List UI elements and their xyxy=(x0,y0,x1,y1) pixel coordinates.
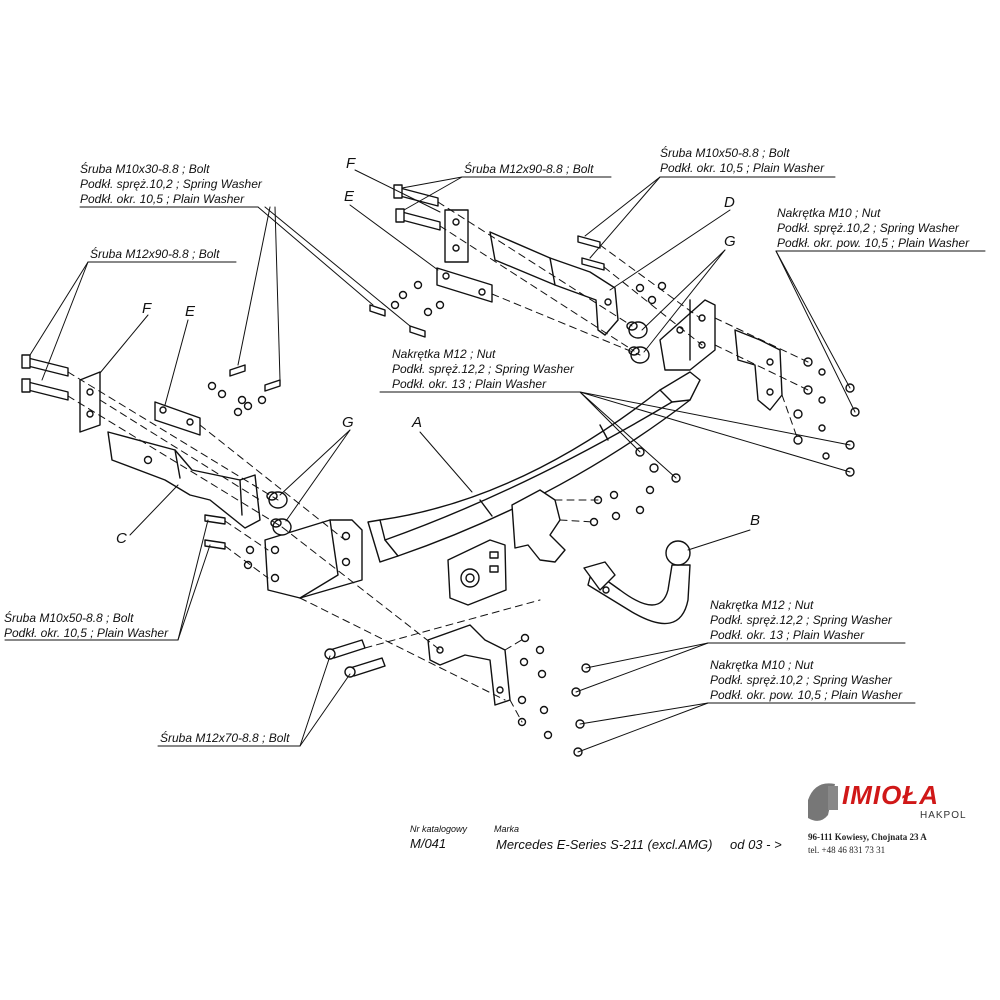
model-years: od 03 - > xyxy=(730,837,782,852)
label-bottom-left-1: Śruba M10x50-8.8 ; Bolt xyxy=(4,611,134,625)
brand-phone: tel. +48 46 831 73 31 xyxy=(808,845,886,855)
right-crossbar-plate xyxy=(659,299,716,371)
label-bottom-right-m10-3: Podkł. okr. pow. 10,5 ; Plain Washer xyxy=(710,688,903,702)
assembly-lines xyxy=(67,201,809,723)
part-letter-c: C xyxy=(116,530,127,547)
part-letter-b: B xyxy=(750,512,761,529)
upper-right-bracket xyxy=(734,329,783,411)
label-bottom-left-2: Podkł. okr. 10,5 ; Plain Washer xyxy=(4,626,169,640)
leader-lines xyxy=(4,169,986,753)
label-top-left-3: Podkł. okr. 10,5 ; Plain Washer xyxy=(80,192,245,206)
left-crossbar-plate xyxy=(264,519,363,599)
label-top-right-2: Podkł. okr. 10,5 ; Plain Washer xyxy=(660,161,825,175)
part-letter-e-top: E xyxy=(344,188,355,205)
label-top-right-1: Śruba M10x50-8.8 ; Bolt xyxy=(660,146,790,160)
plate-e-top xyxy=(436,267,493,303)
label-top-left-2: Podkł. spręż.10,2 ; Spring Washer xyxy=(80,177,262,191)
plate-e-left xyxy=(154,401,201,436)
plate-f-top xyxy=(444,209,469,263)
bolts-bottom-m12x70 xyxy=(324,639,386,678)
make-value: Mercedes E-Series S-211 (excl.AMG) xyxy=(496,837,713,852)
label-bottom-right-m10-1: Nakrętka M10 ; Nut xyxy=(710,658,814,672)
brand-name: IMIOŁA xyxy=(842,780,939,810)
washers-and-nuts xyxy=(207,280,860,757)
label-left-bolt: Śruba M12x90-8.8 ; Bolt xyxy=(90,247,220,261)
part-letter-f-left: F xyxy=(142,300,152,317)
part-letter-e-left: E xyxy=(185,303,196,320)
part-letter-g-left: G xyxy=(342,414,354,431)
lower-left-bracket xyxy=(427,624,511,706)
bolts-top-m10x50 xyxy=(577,235,605,271)
bolts-top-m10x30 xyxy=(229,304,426,392)
imiola-logo-mark xyxy=(808,783,838,821)
bolts-bottom-m10x50 xyxy=(204,514,226,550)
label-bottom-right-m12-1: Nakrętka M12 ; Nut xyxy=(710,598,814,612)
part-letter-d: D xyxy=(724,194,735,211)
catalog-number-label: Nr katalogowy xyxy=(410,824,468,834)
ball-hitch-b xyxy=(583,540,691,625)
brand-sub: HAKPOL xyxy=(920,810,967,821)
label-right-nut-2: Podkł. spręż.10,2 ; Spring Washer xyxy=(777,221,959,235)
catalog-number: M/041 xyxy=(410,836,447,851)
brand-address: 96-111 Kowiesy, Chojnata 23 A xyxy=(808,832,927,842)
spacers-g-left xyxy=(266,491,292,536)
label-bottom-bolt: Śruba M12x70-8.8 ; Bolt xyxy=(160,731,290,745)
plate-f-left xyxy=(79,371,101,433)
bolts-left-m12x90 xyxy=(21,354,69,401)
side-bracket-c xyxy=(107,431,261,529)
part-letter-f-top: F xyxy=(346,155,356,172)
label-top-left-1: Śruba M10x30-8.8 ; Bolt xyxy=(80,162,210,176)
crossbar-a xyxy=(367,371,701,563)
part-letter-a: A xyxy=(412,414,423,431)
label-center-nut-2: Podkł. spręż.12,2 ; Spring Washer xyxy=(392,362,574,376)
side-bracket-d xyxy=(489,231,619,336)
label-top-center-bolt: Śruba M12x90-8.8 ; Bolt xyxy=(464,162,594,176)
spacers-g-top xyxy=(626,321,650,364)
make-label: Marka xyxy=(494,824,520,834)
label-center-nut-3: Podkł. okr. 13 ; Plain Washer xyxy=(392,377,547,391)
label-bottom-right-m12-3: Podkł. okr. 13 ; Plain Washer xyxy=(710,628,865,642)
part-letter-g-top: G xyxy=(724,233,736,250)
label-bottom-right-m12-2: Podkł. spręż.12,2 ; Spring Washer xyxy=(710,613,892,627)
bolts-top-m12x90 xyxy=(393,184,441,231)
hitch-bracket xyxy=(447,489,566,606)
label-center-nut-1: Nakrętka M12 ; Nut xyxy=(392,347,496,361)
label-bottom-right-m10-2: Podkł. spręż.10,2 ; Spring Washer xyxy=(710,673,892,687)
label-right-nut-1: Nakrętka M10 ; Nut xyxy=(777,206,881,220)
label-right-nut-3: Podkł. okr. pow. 10,5 ; Plain Washer xyxy=(777,236,970,250)
